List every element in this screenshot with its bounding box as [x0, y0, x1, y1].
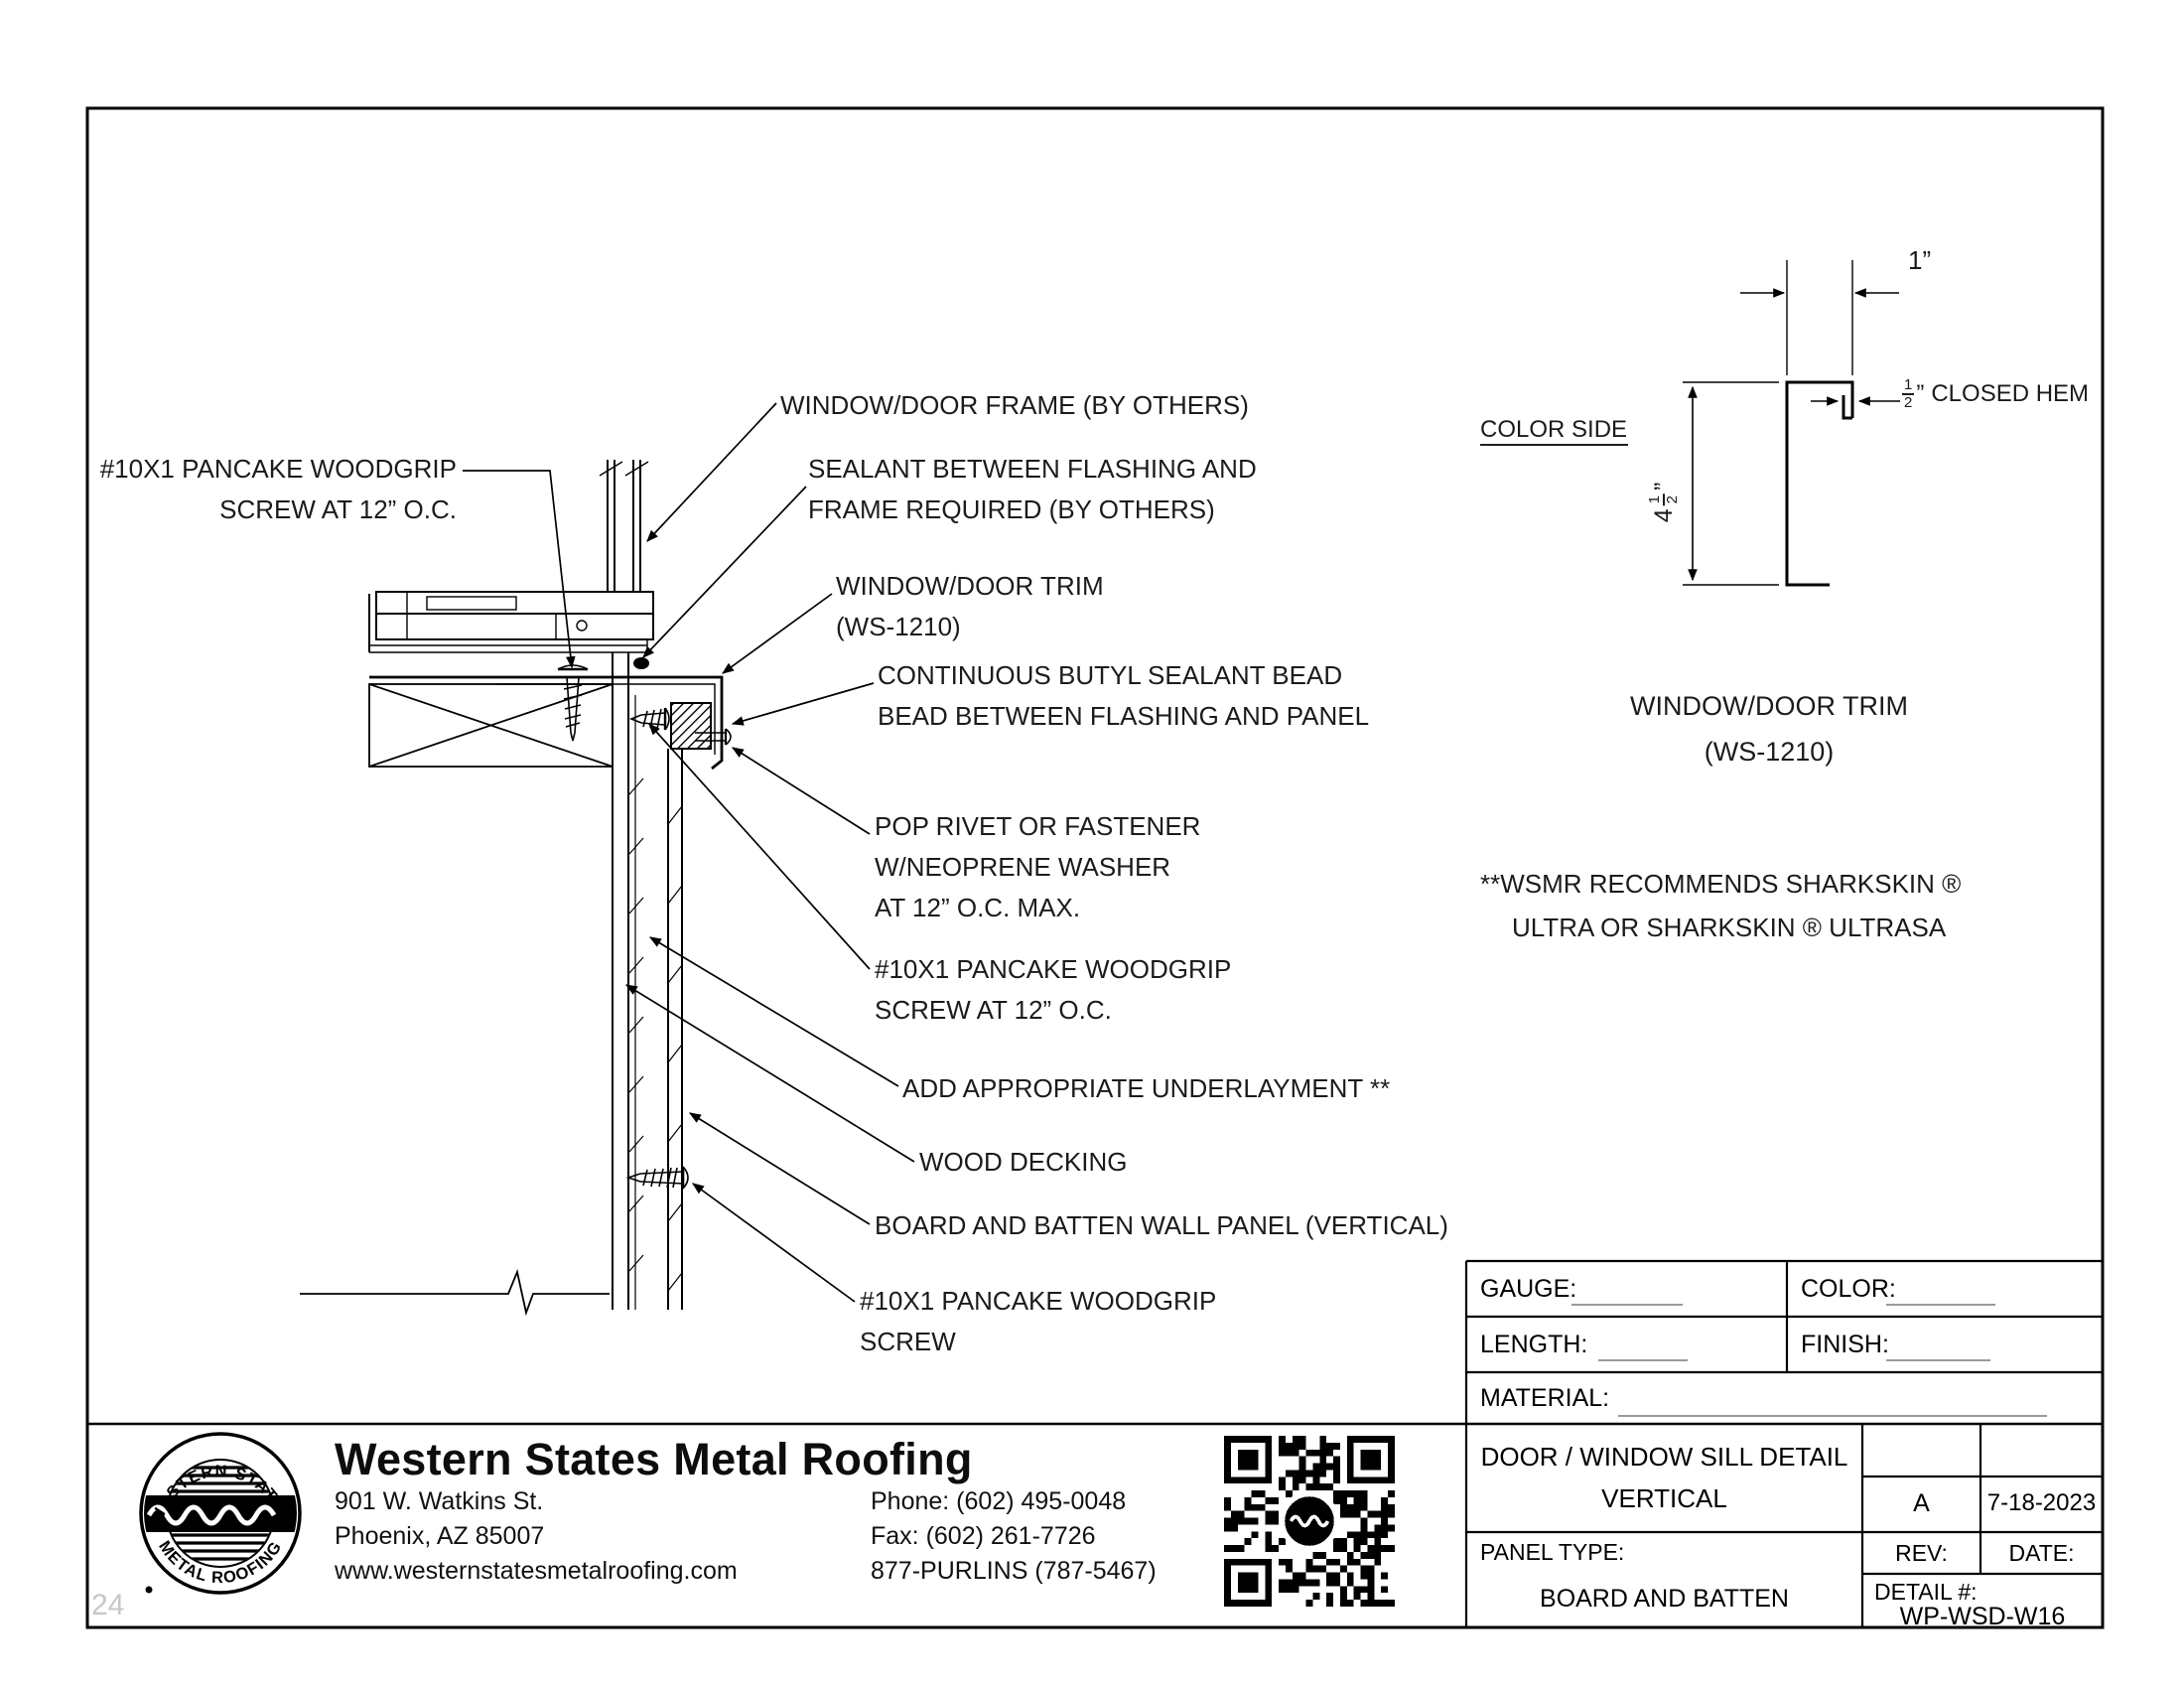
label-butyl-sealant: CONTINUOUS BUTYL SEALANT BEAD BEAD BETWE… — [878, 655, 1369, 737]
label-wood-decking: WOOD DECKING — [919, 1147, 1128, 1177]
label-line: #10X1 PANCAKE WOODGRIP — [875, 954, 1232, 984]
label-line: CONTINUOUS BUTYL SEALANT BEAD — [878, 660, 1343, 690]
logo-band — [144, 1495, 297, 1532]
fasteners — [557, 664, 732, 1190]
label-line: W/NEOPRENE WASHER — [875, 852, 1171, 882]
label-line: #10X1 PANCAKE WOODGRIP — [99, 454, 457, 484]
caption-line: WINDOW/DOOR TRIM — [1630, 691, 1908, 721]
label-sealant: SEALANT BETWEEN FLASHING AND FRAME REQUI… — [808, 449, 1257, 530]
note-line: **WSMR RECOMMENDS SHARKSKIN ® — [1480, 869, 1962, 899]
page-number: 24 — [91, 1589, 125, 1621]
butyl-sealant-block — [670, 702, 712, 750]
label-underlayment: ADD APPROPRIATE UNDERLAYMENT ** — [902, 1073, 1391, 1103]
hem-unit: ” — [1916, 380, 1925, 407]
fraction-numerator: 1 — [1902, 376, 1915, 395]
label-pancake-screw-mid: #10X1 PANCAKE WOODGRIP SCREW AT 12” O.C. — [875, 949, 1231, 1031]
fraction-denominator: 2 — [1664, 495, 1681, 504]
fraction-denominator: 2 — [1904, 394, 1913, 411]
dimension-lines — [1480, 260, 1900, 586]
label-line: SCREW — [860, 1327, 956, 1356]
label-pancake-screw-bottom: #10X1 PANCAKE WOODGRIP SCREW — [860, 1281, 1216, 1362]
profile-caption: WINDOW/DOOR TRIM (WS-1210) — [1620, 683, 1918, 774]
trim-profile — [1785, 380, 1854, 587]
sealant-bead — [633, 657, 649, 669]
tollfree-number: 877-PURLINS (787-5467) — [871, 1557, 1157, 1585]
label-line: SCREW AT 12” O.C. — [219, 494, 457, 524]
wsmr-logo: WESTERN STATES METAL ROOFING — [139, 1432, 302, 1595]
closed-hem-label: 1 2 ” CLOSED HEM — [1902, 377, 2089, 411]
blank-underlines — [1571, 1304, 2047, 1417]
label-wall-panel: BOARD AND BATTEN WALL PANEL (VERTICAL) — [875, 1210, 1448, 1240]
gauge-label: GAUGE: — [1480, 1275, 1577, 1303]
label-window-door-trim: WINDOW/DOOR TRIM (WS-1210) — [836, 566, 1104, 647]
label-pancake-screw-top: #10X1 PANCAKE WOODGRIP SCREW AT 12” O.C. — [100, 449, 457, 530]
dim-height-label: 4 1 2 ” — [1646, 482, 1681, 523]
detail-number-value: WP-WSD-W16 — [1899, 1603, 2066, 1630]
layer-ticks — [628, 777, 683, 1292]
wall-layers — [612, 652, 683, 1310]
panel-type-label: PANEL TYPE: — [1480, 1539, 1625, 1565]
fax-number: Fax: (602) 261-7726 — [871, 1522, 1096, 1550]
drawing-title-line2: VERTICAL — [1601, 1483, 1727, 1513]
sheet-border — [85, 106, 2105, 1629]
window-frame-by-others — [368, 460, 654, 653]
panel-type-value: BOARD AND BATTEN — [1540, 1585, 1789, 1613]
label-line: SEALANT BETWEEN FLASHING AND — [808, 454, 1257, 484]
break-line — [300, 1268, 610, 1317]
label-line: (WS-1210) — [836, 612, 961, 641]
wsmr-note: **WSMR RECOMMENDS SHARKSKIN ® ULTRA OR S… — [1480, 862, 1961, 949]
material-label: MATERIAL: — [1480, 1384, 1610, 1412]
website-link: www.westernstatesmetalroofing.com — [335, 1557, 738, 1585]
note-line: ULTRA OR SHARKSKIN ® ULTRASA — [1512, 913, 1947, 942]
fraction-numerator: 1 — [1646, 493, 1665, 506]
phone-number: Phone: (602) 495-0048 — [871, 1487, 1127, 1515]
finish-label: FINISH: — [1801, 1331, 1889, 1358]
date-value: 7-18-2023 — [1986, 1489, 2097, 1516]
qr-code — [1224, 1436, 1395, 1607]
label-line: AT 12” O.C. MAX. — [875, 893, 1081, 922]
height-unit: ” — [1649, 482, 1678, 492]
table-lines — [1464, 1259, 2103, 1627]
pancake-screw-mid — [628, 707, 670, 731]
hem-text: CLOSED HEM — [1931, 380, 2090, 407]
pop-rivet — [695, 728, 732, 746]
length-label: LENGTH: — [1480, 1331, 1588, 1358]
hem-fraction: 1 2 — [1902, 376, 1915, 411]
rev-label: REV: — [1895, 1540, 1948, 1566]
company-name: Western States Metal Roofing — [335, 1434, 973, 1484]
label-window-door-frame: WINDOW/DOOR FRAME (BY OTHERS) — [780, 390, 1249, 420]
label-pop-rivet: POP RIVET OR FASTENER W/NEOPRENE WASHER … — [875, 806, 1200, 928]
drawing-title-line1: DOOR / WINDOW SILL DETAIL — [1480, 1442, 1848, 1472]
leader-lines — [463, 402, 915, 1303]
caption-line: (WS-1210) — [1704, 737, 1835, 767]
pancake-screw-bottom — [625, 1166, 689, 1190]
rev-value: A — [1913, 1489, 1930, 1517]
address-line1: 901 W. Watkins St. — [335, 1487, 544, 1515]
logo-dot — [145, 1586, 153, 1594]
label-line: WINDOW/DOOR TRIM — [836, 571, 1104, 601]
detail-number-label: DETAIL #: — [1874, 1579, 1978, 1605]
color-label: COLOR: — [1801, 1275, 1896, 1303]
date-label: DATE: — [2008, 1540, 2075, 1566]
address-line2: Phoenix, AZ 85007 — [335, 1522, 545, 1550]
label-line: FRAME REQUIRED (BY OTHERS) — [808, 494, 1215, 524]
label-line: BEAD BETWEEN FLASHING AND PANEL — [878, 701, 1370, 731]
label-line: SCREW AT 12” O.C. — [875, 995, 1112, 1025]
dim-one-inch: 1” — [1908, 245, 1932, 275]
label-line: #10X1 PANCAKE WOODGRIP — [860, 1286, 1217, 1316]
height-whole: 4 — [1649, 508, 1678, 523]
label-line: POP RIVET OR FASTENER — [875, 811, 1201, 841]
height-fraction: 1 2 — [1646, 493, 1681, 506]
pancake-screw-vertical — [557, 664, 589, 742]
color-side-label: COLOR SIDE — [1480, 416, 1628, 443]
